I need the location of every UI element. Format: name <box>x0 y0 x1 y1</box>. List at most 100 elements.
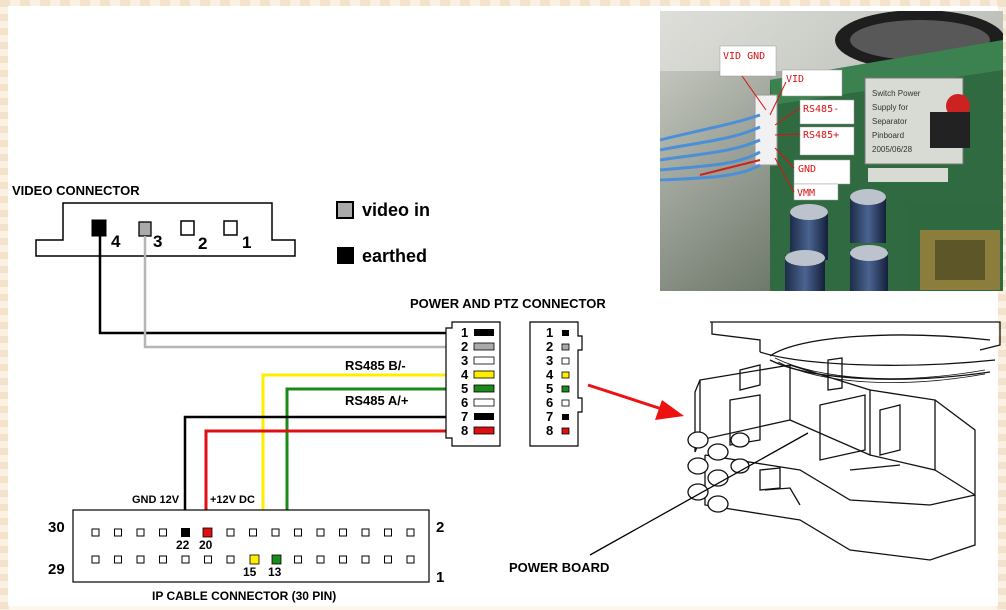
capacitors <box>785 189 888 291</box>
video-pin-2-label: 2 <box>198 234 207 253</box>
ptz-plug-cell-8 <box>473 426 495 435</box>
pcb-callout-labels: VID GND VID RS485- RS485+ GND VMM <box>719 45 855 201</box>
power-board-label: POWER BOARD <box>509 560 609 575</box>
ip-corner-2: 2 <box>436 519 444 536</box>
ip-pin-22-label: 22 <box>176 538 190 552</box>
ip-corner-30: 30 <box>48 519 65 536</box>
ip-pin-empty <box>316 528 325 537</box>
ip-cable-pin-grid <box>91 528 415 564</box>
ptz-socket-pin-3: 3 <box>546 353 553 368</box>
ip-pin-13-label: 13 <box>268 565 282 579</box>
ip-pin-empty <box>271 528 280 537</box>
ptz-socket-cell-4 <box>561 371 570 379</box>
video-pin-4-earthed <box>91 219 107 237</box>
ip-cable-title: IP CABLE CONNECTOR (30 PIN) <box>152 589 336 603</box>
ip-pin-empty <box>384 555 392 564</box>
callout-rs485-minus: RS485- <box>803 104 839 115</box>
board-capacitors-drawing <box>687 431 750 513</box>
ip-pin-empty <box>136 555 145 564</box>
svg-text:Separator: Separator <box>872 117 907 126</box>
red-pointer-arrow-head <box>655 400 684 420</box>
svg-text:2005/06/28: 2005/06/28 <box>872 145 913 154</box>
callout-gnd: GND <box>798 164 816 175</box>
power-ptz-socket <box>529 321 583 447</box>
ptz-socket-cell-6 <box>561 399 570 407</box>
ip-pin-empty <box>226 555 235 564</box>
red-pointer-arrow-line <box>587 383 669 413</box>
callout-rs485-plus: RS485+ <box>803 130 839 141</box>
ip-corner-1: 1 <box>436 569 444 586</box>
ip-pin-15-label: 15 <box>243 565 257 579</box>
ip-pin-20 <box>202 527 213 538</box>
power-board-leader-line <box>589 432 809 556</box>
ptz-plug-pin-4: 4 <box>461 367 469 382</box>
ptz-socket-pin-8: 8 <box>546 423 553 438</box>
svg-text:Supply for: Supply for <box>872 103 908 112</box>
ip-pin-empty <box>316 555 325 564</box>
ip-cable-connector-body <box>72 509 430 583</box>
ptz-socket-pin-5: 5 <box>546 381 553 396</box>
ptz-plug-cell-3 <box>473 356 495 365</box>
ptz-plug-pin-6: 6 <box>461 395 468 410</box>
ptz-plug-cell-7 <box>474 413 494 420</box>
decorative-border-left <box>0 0 9 610</box>
ip-pin-empty <box>159 555 167 564</box>
ptz-plug-pin-3: 3 <box>461 353 468 368</box>
ptz-plug-cell-1 <box>474 329 494 336</box>
ip-corner-29: 29 <box>48 561 65 578</box>
ptz-plug-cell-2 <box>473 342 495 351</box>
ip-pin-empty <box>181 555 190 564</box>
ptz-socket-cell-2 <box>561 343 570 351</box>
ip-pin-empty <box>114 528 122 537</box>
ip-pin-empty <box>406 555 415 564</box>
svg-text:Switch Power: Switch Power <box>872 89 921 98</box>
decorative-border-right <box>997 0 1006 610</box>
legend-earthed-label: earthed <box>362 246 427 266</box>
ptz-plug-cell-4 <box>473 370 495 379</box>
ip-pin-empty <box>204 555 212 564</box>
video-pin-1-label: 1 <box>242 233 251 252</box>
plus-12v-dc-label: +12V DC <box>210 494 255 506</box>
ip-pin-empty <box>384 528 392 537</box>
video-connector-housing <box>35 202 296 257</box>
ip-pin-empty <box>91 528 100 537</box>
ip-pin-empty <box>226 528 235 537</box>
ptz-plug-pin-8: 8 <box>461 423 468 438</box>
gnd-12v-label: GND 12V <box>132 494 180 506</box>
video-pin-4-label: 4 <box>111 232 121 251</box>
ip-pin-empty <box>114 555 122 564</box>
ptz-socket-cell-5 <box>561 385 570 393</box>
base-gear-ring <box>774 357 986 383</box>
ptz-socket-pin-2: 2 <box>546 339 553 354</box>
ptz-plug-pin-2: 2 <box>461 339 468 354</box>
legend-earthed-swatch <box>337 247 354 264</box>
ip-pin-empty <box>339 555 347 564</box>
ip-pin-empty <box>159 528 167 537</box>
ip-pin-empty <box>249 528 257 537</box>
ptz-socket-cell-8 <box>561 427 570 435</box>
ptz-socket-cell-7 <box>562 414 569 420</box>
ip-pin-13 <box>271 554 282 565</box>
power-ptz-title: POWER AND PTZ CONNECTOR <box>410 296 606 311</box>
wire-earth-black <box>98 236 451 335</box>
ptz-socket-cell-3 <box>561 357 570 365</box>
ptz-plug-cell-6 <box>473 398 495 407</box>
ip-pin-empty <box>136 528 145 537</box>
ptz-plug-cell-5 <box>473 384 495 393</box>
wire-12v-red <box>204 429 451 532</box>
wire-gnd-black <box>183 415 451 532</box>
ip-pin-empty <box>91 555 100 564</box>
ptz-socket-cell-1 <box>562 330 569 336</box>
ptz-socket-pin-4: 4 <box>546 367 554 382</box>
ip-pin-empty <box>361 555 370 564</box>
ptz-socket-pin-6: 6 <box>546 395 553 410</box>
video-pin-2 <box>180 220 195 236</box>
video-pin-3-video-in <box>138 221 152 237</box>
callout-vmm: VMM <box>797 188 815 199</box>
decorative-border-top <box>0 0 1006 6</box>
callout-vid: VID <box>786 74 804 85</box>
ptz-plug-pin-1: 1 <box>461 325 468 340</box>
camera-base-drawing <box>694 321 1001 561</box>
